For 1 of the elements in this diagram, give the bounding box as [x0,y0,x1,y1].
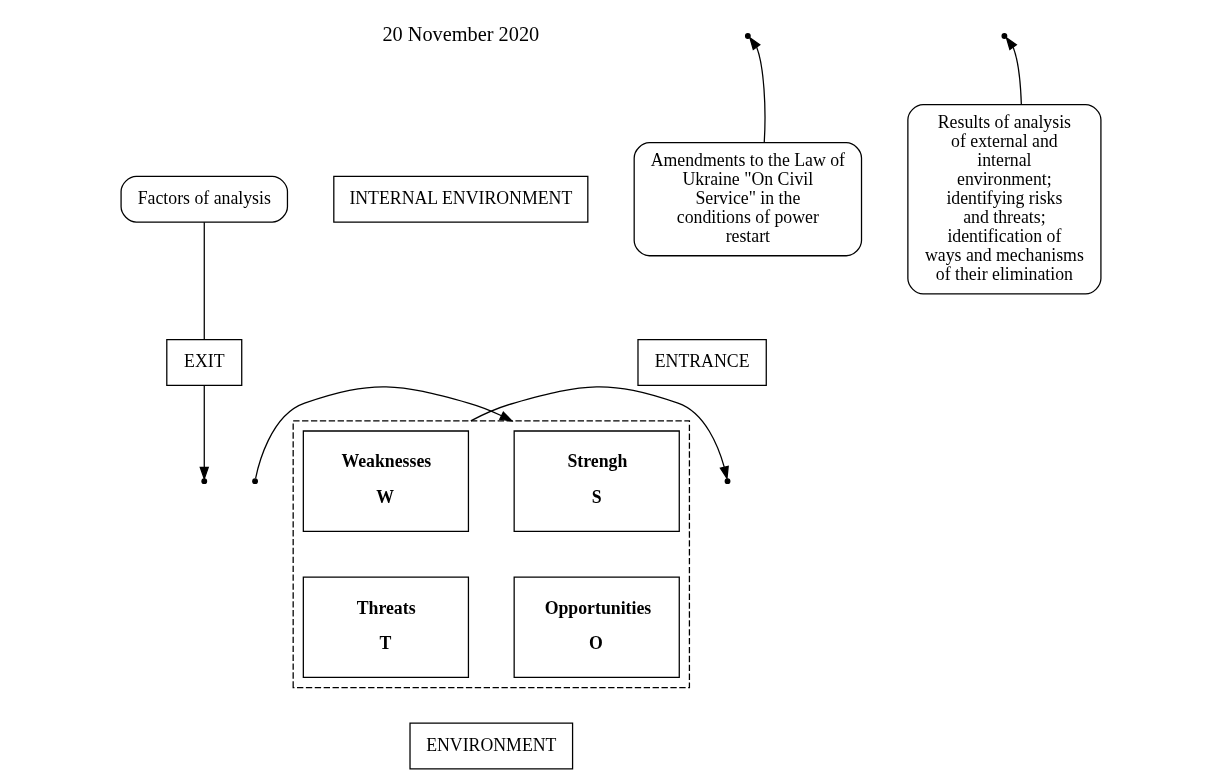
label: 20 November 2020 [381,22,539,45]
